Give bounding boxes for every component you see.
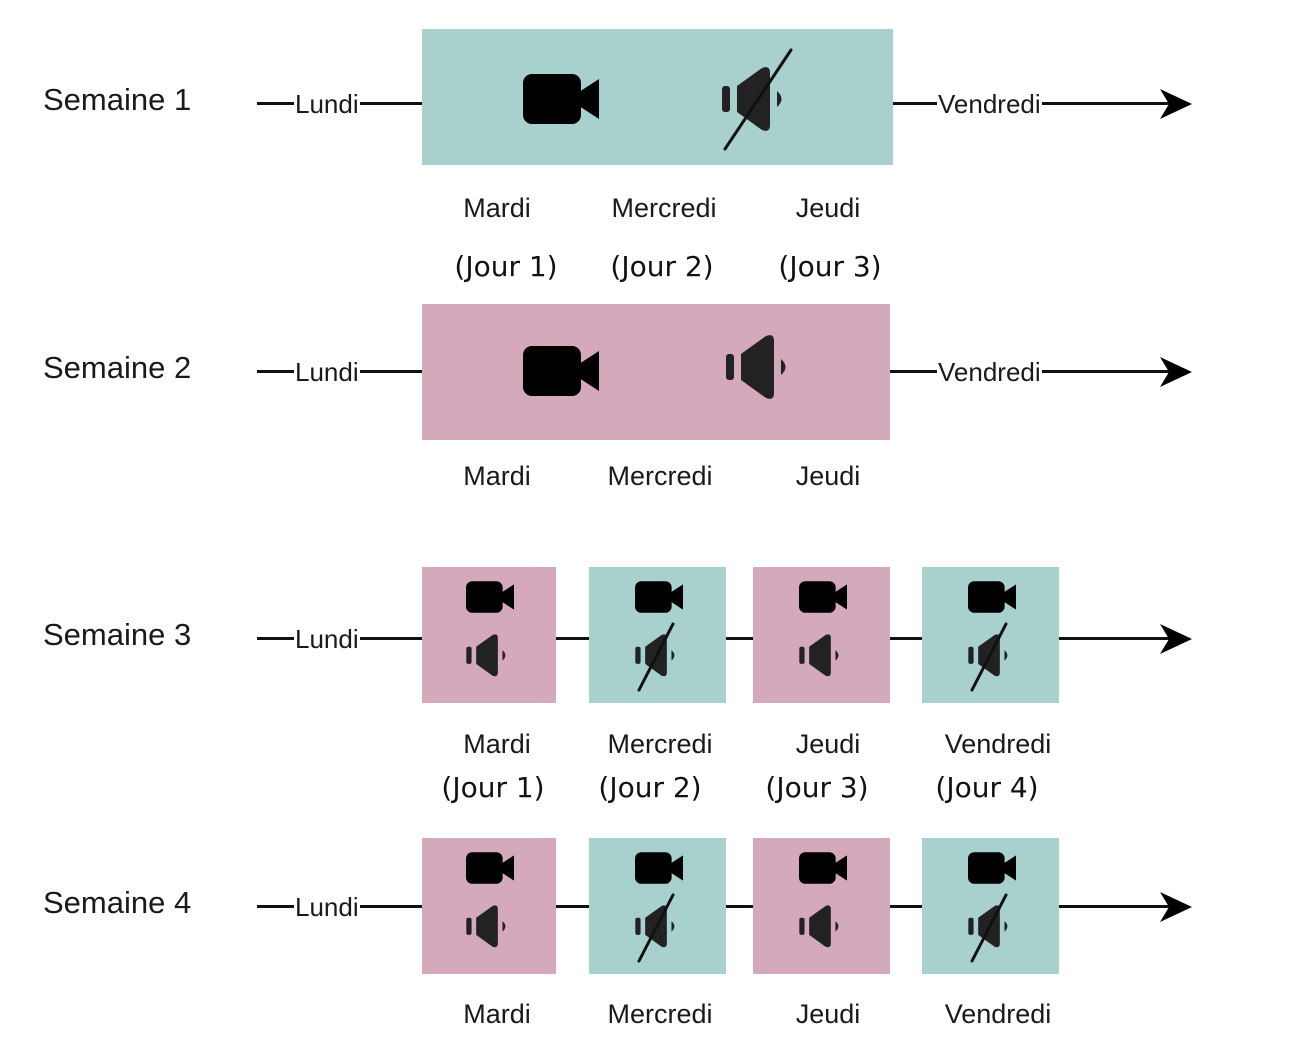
day-label: Mardi [463,999,531,1029]
week-label: Semaine 4 [43,885,192,920]
day-label: Mercredi [607,729,713,759]
day-label: Vendredi [944,999,1052,1029]
video-and-audio-block [422,838,556,974]
video-camera-icon [967,581,1016,613]
speaker-icon [798,904,843,950]
video-camera-icon [466,852,514,884]
arrow-head-icon [1160,89,1192,119]
week-label: Semaine 3 [43,617,192,652]
video-and-audio-block [753,567,890,703]
start-day-label: Lundi [294,892,360,922]
speaker-icon [798,633,843,679]
strike-line [723,48,793,151]
arrow-head-icon [1160,892,1192,922]
jour-label: (Jour 2) [598,771,702,804]
video-only-block [422,29,893,165]
jour-label: (Jour 3) [765,771,869,804]
video-camera-icon [798,852,847,884]
speaker-icon [466,633,510,679]
end-day-label: Vendredi [937,89,1042,119]
jour-label: (Jour 1) [441,771,545,804]
speaker-icon [726,333,792,403]
video-and-audio-block [422,304,890,440]
day-label: Vendredi [944,729,1052,759]
video-camera-icon [523,346,599,396]
video-and-audio-block [422,567,556,703]
day-label: Jeudi [795,193,861,223]
video-camera-icon [634,581,683,613]
video-camera-icon [523,74,599,124]
day-label: Jeudi [795,999,861,1029]
start-day-label: Lundi [294,624,360,654]
strike-line [636,893,676,963]
video-only-block [922,567,1059,703]
arrow-head-icon [1160,624,1192,654]
video-and-audio-block [753,838,890,974]
day-label: Mardi [463,193,531,223]
start-day-label: Lundi [294,357,360,387]
week-label: Semaine 1 [43,82,192,117]
jour-label: (Jour 2) [610,250,714,283]
day-label: Jeudi [795,461,861,491]
day-label: Jeudi [795,729,861,759]
jour-label: (Jour 3) [778,250,882,283]
jour-label: (Jour 4) [935,771,1039,804]
video-only-block [922,838,1059,974]
day-label: Mercredi [607,999,713,1029]
video-only-block [589,838,726,974]
day-label: Mardi [463,461,531,491]
video-only-block [589,567,726,703]
video-camera-icon [967,852,1016,884]
day-label: Mercredi [607,461,713,491]
strike-line [969,893,1009,963]
jour-label: (Jour 1) [454,250,558,283]
start-day-label: Lundi [294,89,360,119]
arrow-head-icon [1160,357,1192,387]
video-camera-icon [466,581,514,613]
day-label: Mercredi [611,193,717,223]
end-day-label: Vendredi [937,357,1042,387]
strike-line [969,622,1009,692]
speaker-muted-icon [722,65,788,135]
strike-line [636,622,676,692]
speaker-icon [466,904,510,950]
video-camera-icon [798,581,847,613]
week-label: Semaine 2 [43,350,192,385]
video-camera-icon [634,852,683,884]
day-label: Mardi [463,729,531,759]
